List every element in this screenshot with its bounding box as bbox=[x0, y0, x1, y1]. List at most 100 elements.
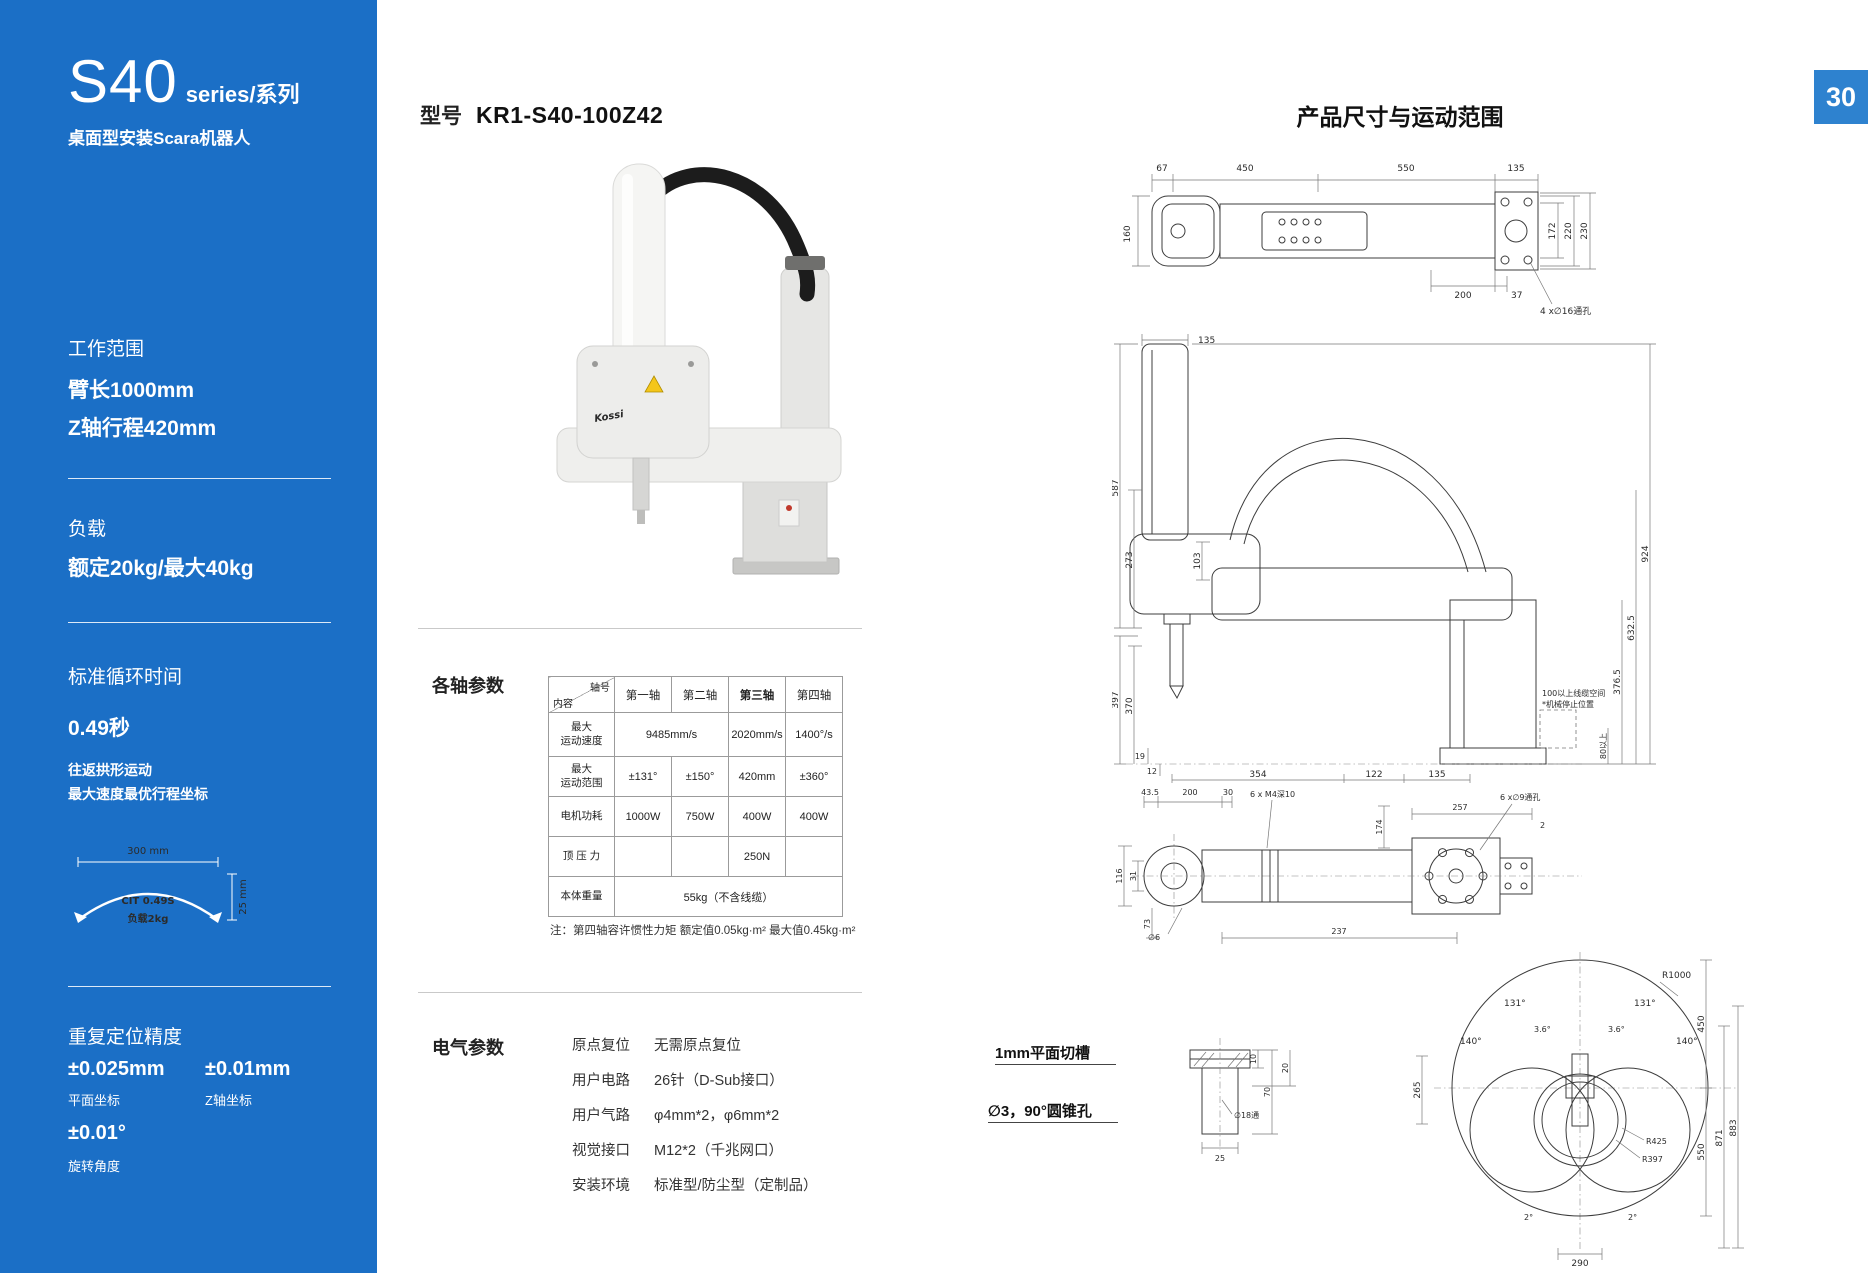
cell-push-axis1 bbox=[614, 836, 672, 877]
cell-range-axis2: ±150° bbox=[671, 756, 729, 797]
dim-label: 172 bbox=[1548, 222, 1558, 239]
dim-label: 80以上 bbox=[1599, 733, 1608, 759]
model-name: KR1-S40-100Z42 bbox=[476, 102, 664, 128]
cycle-motion-diagram: 300 mm 25 mm CIT 0.49S 负载2kg bbox=[74, 846, 249, 925]
dim-label: 354 bbox=[1249, 770, 1266, 780]
dim-label: R425 bbox=[1646, 1137, 1667, 1146]
dim-label: R1000 bbox=[1662, 971, 1691, 981]
product-image: Kossi bbox=[556, 163, 842, 575]
dim-label: 883 bbox=[1729, 1119, 1739, 1136]
sidebar-divider bbox=[68, 986, 331, 987]
electrical-row: 原点复位 无需原点复位 bbox=[572, 1034, 741, 1055]
dim-label: 30 bbox=[1223, 788, 1233, 797]
cover-highlight bbox=[622, 174, 633, 368]
dim-label: 174 bbox=[1375, 819, 1384, 834]
dim-label: 871 bbox=[1715, 1129, 1725, 1146]
precision-title: 重复定位精度 bbox=[68, 1027, 183, 1048]
dim-label: 2 bbox=[1540, 821, 1545, 830]
hole-note: 6 x M4深10 bbox=[1250, 790, 1295, 799]
row-label-speed: 最大 运动速度 bbox=[548, 712, 615, 757]
cycle-width-label: 300 mm bbox=[127, 846, 169, 857]
dim-label: ∅18通 bbox=[1234, 1110, 1259, 1120]
dim-label: 200 bbox=[1454, 291, 1471, 301]
dim-label: 103 bbox=[1193, 552, 1203, 569]
dim-label: 200 bbox=[1182, 788, 1197, 797]
cell-speed-axis12: 9485mm/s bbox=[614, 712, 729, 757]
dim-label: 37 bbox=[1511, 291, 1522, 301]
corner-axis-label: 轴号 bbox=[590, 683, 610, 694]
sidebar-divider bbox=[68, 622, 331, 623]
series-title: S40 series/系列 bbox=[68, 52, 300, 112]
cable-clamp bbox=[785, 256, 825, 270]
robot-cable bbox=[645, 167, 816, 302]
robot-label bbox=[778, 499, 800, 527]
dim-label: 450 bbox=[1236, 164, 1253, 174]
bottom-view-drawing: 43.5 200 30 174 257 2 6 x M4深10 6 x∅9通孔 … bbox=[1115, 788, 1582, 944]
cell-speed-axis3: 2020mm/s bbox=[728, 712, 786, 757]
dim-label: ∅6 bbox=[1148, 933, 1160, 942]
robot-shaft bbox=[632, 457, 650, 511]
dim-label: 370 bbox=[1125, 697, 1135, 714]
electrical-row: 用户电路 26针（D-Sub接口） bbox=[572, 1069, 784, 1090]
electrical-value: 标准型/防尘型（定制品） bbox=[654, 1178, 818, 1194]
work-range-title: 工作范围 bbox=[68, 339, 145, 360]
row-label-push-force: 顶 压 力 bbox=[548, 836, 615, 877]
cell-power-axis3: 400W bbox=[728, 796, 786, 837]
precision-plane-label: 平面坐标 bbox=[68, 1093, 121, 1108]
dim-label: 220 bbox=[1564, 222, 1574, 239]
precision-z: ±0.01mm bbox=[205, 1058, 291, 1080]
page-number-badge: 30 bbox=[1814, 70, 1868, 124]
dim-label: 43.5 bbox=[1141, 788, 1159, 797]
robot-tool-tip bbox=[637, 510, 645, 524]
cell-power-axis2: 750W bbox=[671, 796, 729, 837]
cycle-height-label: 25 mm bbox=[238, 879, 249, 914]
cable-space-zone bbox=[1539, 709, 1577, 749]
dim-label: 19 bbox=[1135, 752, 1145, 761]
cell-range-axis1: ±131° bbox=[614, 756, 672, 797]
electrical-value: 26针（D-Sub接口） bbox=[654, 1073, 784, 1089]
model-header: 型号 KR1-S40-100Z42 bbox=[420, 100, 663, 130]
electrical-label: 用户气路 bbox=[572, 1108, 630, 1124]
electrical-value: 无需原点复位 bbox=[654, 1038, 742, 1054]
motion-range-drawing: R1000 131° 131° 3.6° 3.6° 140° 140° 450 … bbox=[1413, 952, 1744, 1268]
sidebar-divider bbox=[68, 478, 331, 479]
electrical-label: 视觉接口 bbox=[572, 1143, 630, 1159]
electrical-row: 用户气路 φ4mm*2，φ6mm*2 bbox=[572, 1104, 779, 1125]
dim-label: 20 bbox=[1281, 1063, 1290, 1073]
series-suffix: series/系列 bbox=[185, 82, 300, 107]
precision-z-label: Z轴坐标 bbox=[205, 1093, 252, 1108]
cell-weight: 55kg（不含线缆） bbox=[614, 876, 843, 917]
cycle-value: 0.49秒 bbox=[68, 717, 130, 740]
arm-length: 臂长1000mm bbox=[68, 379, 195, 402]
z-stroke: Z轴行程420mm bbox=[68, 417, 217, 440]
hole-note: 4 x∅16通孔 bbox=[1540, 306, 1591, 317]
cell-power-axis4: 400W bbox=[785, 796, 843, 837]
dim-label: 397 bbox=[1112, 691, 1121, 708]
dim-label: 31 bbox=[1129, 871, 1138, 881]
electrical-label: 用户电路 bbox=[572, 1073, 630, 1089]
sidebar: S40 series/系列 桌面型安装Scara机器人 工作范围 臂长1000m… bbox=[0, 0, 377, 1273]
row-label-power: 电机功耗 bbox=[548, 796, 615, 837]
table-row: 顶 压 力 250N bbox=[548, 836, 843, 877]
annotation-cone-hole: ∅3，90°圆锥孔 bbox=[988, 1100, 1118, 1123]
series-subtitle: 桌面型安装Scara机器人 bbox=[68, 129, 251, 148]
dim-label: 450 bbox=[1697, 1015, 1707, 1032]
cell-push-axis4 bbox=[785, 836, 843, 877]
cell-push-axis3: 250N bbox=[728, 836, 786, 877]
precision-plane: ±0.025mm bbox=[68, 1058, 165, 1080]
dim-label: 257 bbox=[1452, 803, 1467, 812]
dim-label: 25 bbox=[1215, 1154, 1225, 1163]
warning-icon bbox=[644, 375, 664, 393]
dim-label: 135 bbox=[1507, 164, 1524, 174]
dim-label: 140° bbox=[1676, 1037, 1698, 1047]
arrow-left-icon bbox=[74, 912, 87, 923]
axis-table-title: 各轴参数 bbox=[432, 676, 504, 696]
dim-label: 135 bbox=[1198, 336, 1215, 346]
dim-label: 140° bbox=[1460, 1037, 1482, 1047]
table-corner-cell: 轴号 内容 bbox=[548, 676, 615, 713]
table-row: 最大 运动范围 ±131° ±150° 420mm ±360° bbox=[548, 756, 843, 797]
cell-speed-axis4: 1400°/s bbox=[785, 712, 843, 757]
dim-label: 2° bbox=[1524, 1213, 1533, 1222]
dim-label: 550 bbox=[1397, 164, 1414, 174]
head-screw bbox=[592, 361, 598, 367]
